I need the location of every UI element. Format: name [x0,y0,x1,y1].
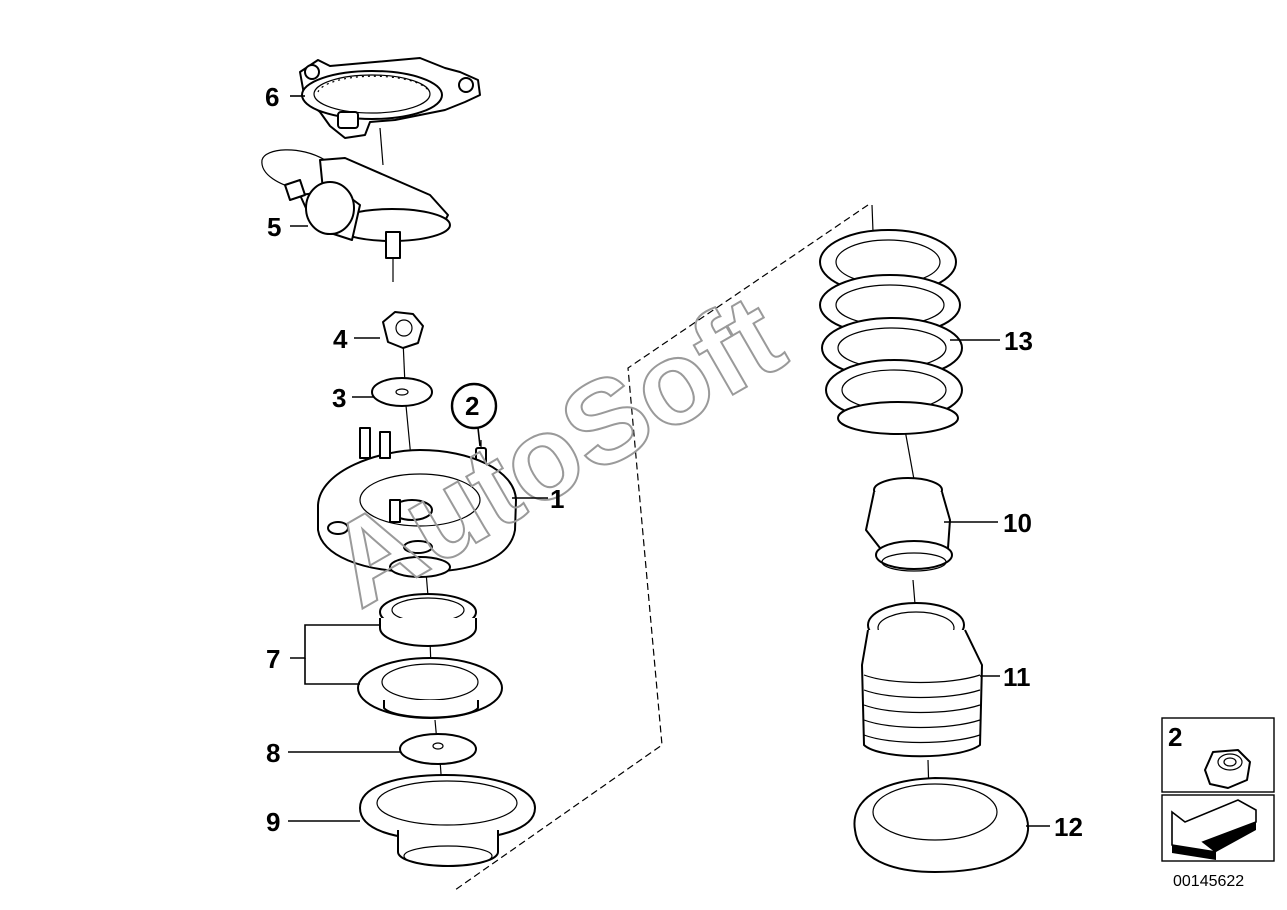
callout-6: 6 [265,82,279,112]
callout-8: 8 [266,738,280,768]
part-10-bump-stop [865,477,953,572]
callout-4: 4 [333,324,348,354]
dashed-assembly-line [454,204,869,891]
callout-12: 12 [1054,812,1083,842]
part-1-strut-mount [317,427,517,578]
callout-13: 13 [1004,326,1033,356]
part-12-spring-pad [853,777,1030,873]
callout-9: 9 [266,807,280,837]
part-5-sensor-mount [261,149,451,259]
diagram-id: 00145622 [1173,873,1244,890]
part-9-lower-seat [359,774,536,867]
part-11-dust-boot [861,602,983,758]
leader-lines [288,95,1050,827]
inset-box: 2 [1161,717,1275,793]
part-13-coil-spring [819,229,963,435]
callout-10: 10 [1003,508,1032,538]
part-6-sensor-bracket [299,57,481,139]
callout-2-circle [450,382,498,430]
callout-5: 5 [267,212,281,242]
callout-1: 1 [550,484,564,514]
callout-7: 7 [266,644,280,674]
arrow-icon [1171,799,1257,860]
part-8-washer [399,733,477,765]
part-7-spring-seat [357,657,503,719]
part-4-nut [382,311,424,349]
part-3-washer [371,377,433,407]
inset-nut-icon [1204,749,1251,789]
inset-arrow-box [1161,794,1275,862]
part-7-bearing [379,593,477,647]
callout-11: 11 [1003,662,1031,692]
callout-3: 3 [332,383,346,413]
callout-2: 2 [465,391,479,421]
inset-label-2: 2 [1168,722,1182,752]
